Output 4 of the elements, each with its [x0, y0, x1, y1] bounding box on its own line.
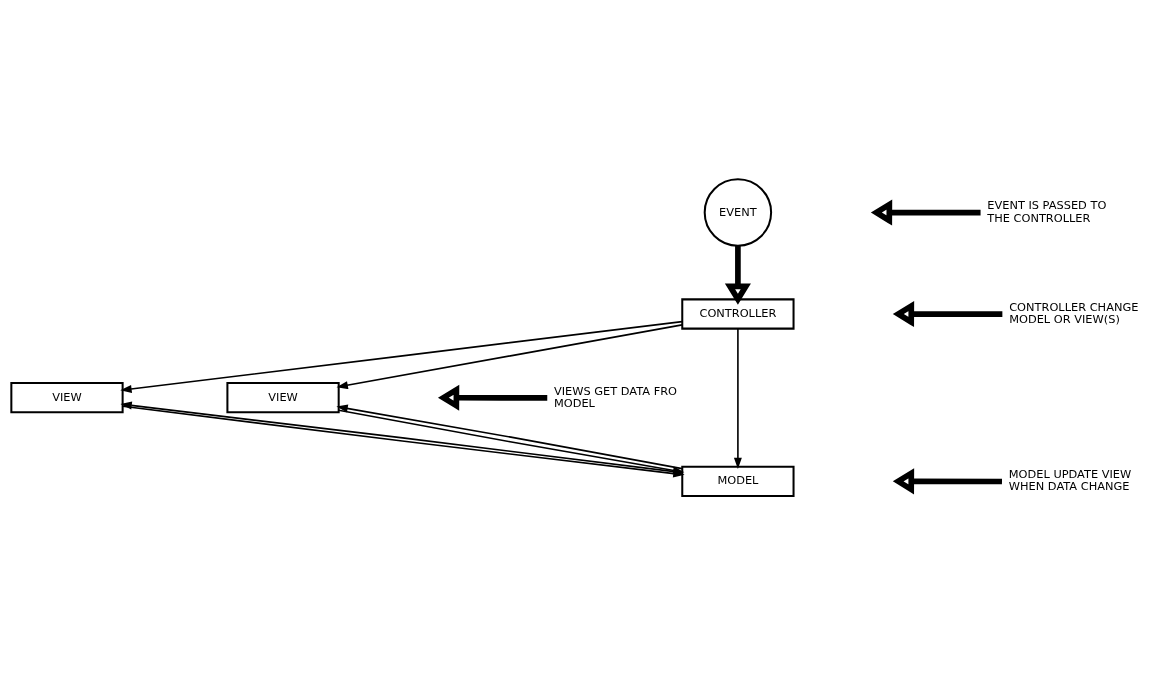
node-text: MODEL UPDATE VIEW WHEN DATA CHANGE [1008, 466, 1132, 493]
node-text: VIEWS GET DATA FRO MODEL [553, 383, 678, 410]
node-text: EVENT IS PASSED TO THE CONTROLLER [987, 197, 1107, 225]
node-text: CONTROLLER CHANGE MODEL OR VIEW(S) [1009, 299, 1139, 326]
